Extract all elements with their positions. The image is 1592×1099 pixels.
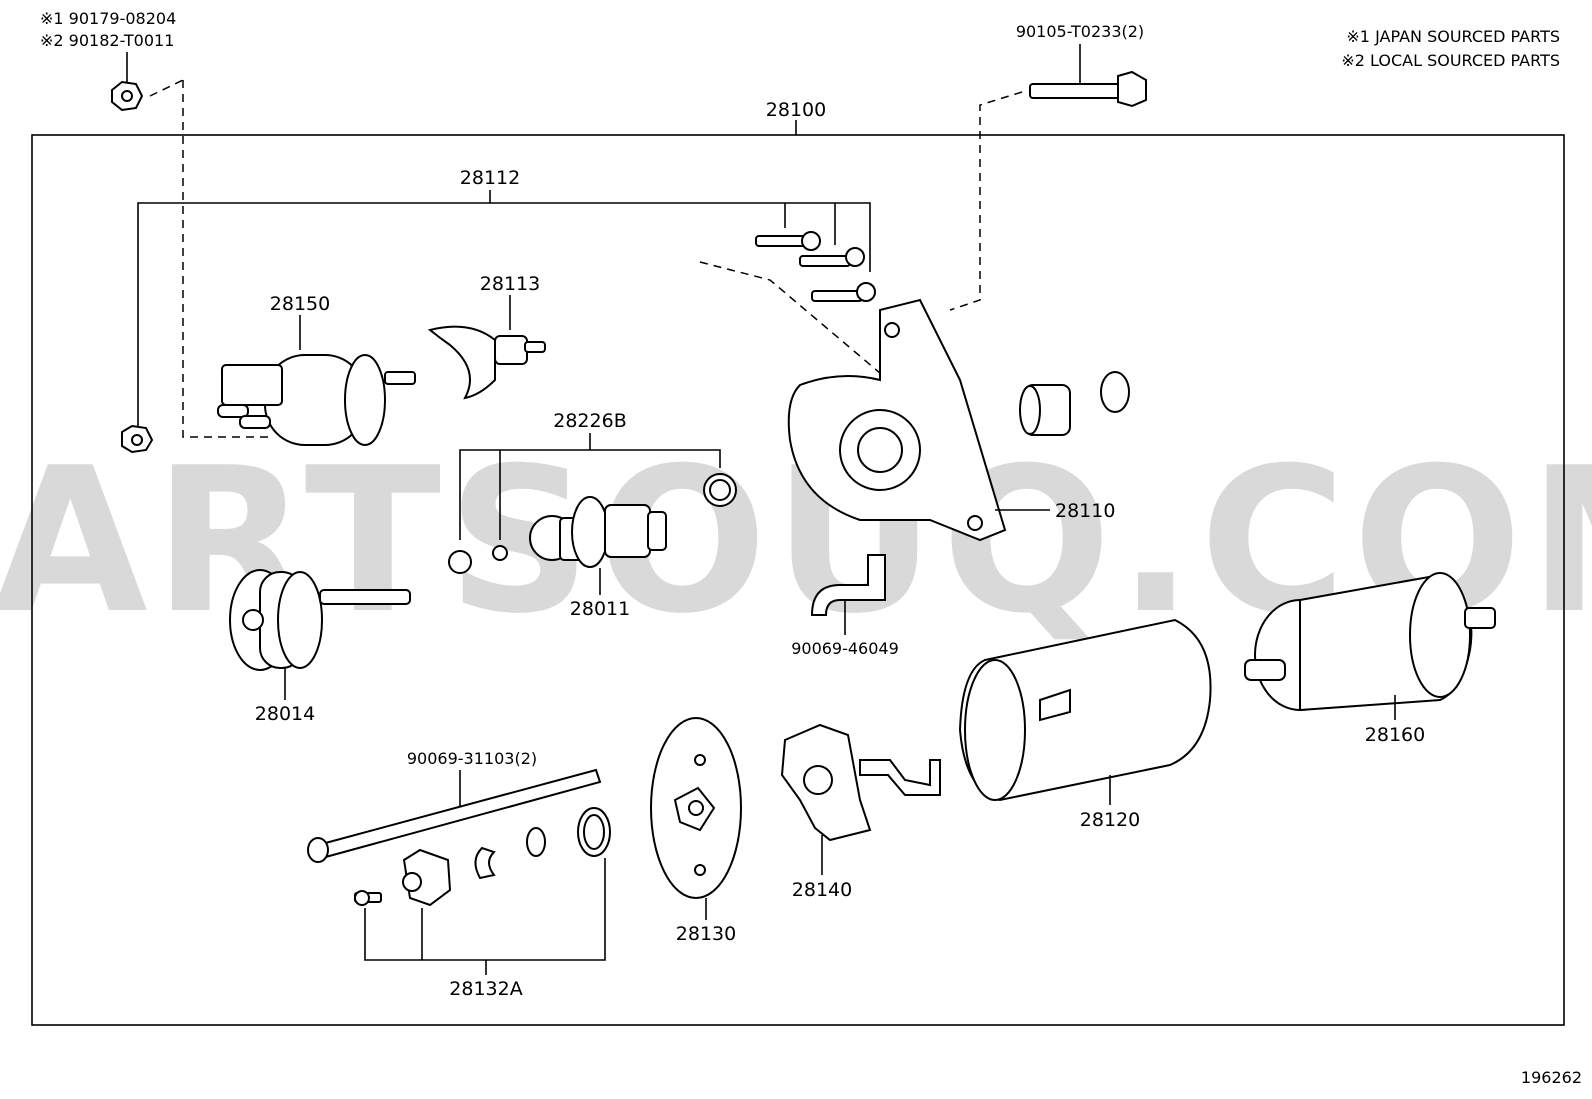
label-28113: 28113: [480, 273, 540, 295]
label-28011: 28011: [570, 598, 630, 620]
legend-local-sourced: ※2 LOCAL SOURCED PARTS: [1341, 51, 1560, 70]
end-frame-28130-part[interactable]: [650, 717, 742, 899]
gear-28014-part[interactable]: [229, 569, 411, 671]
label-28140: 28140: [792, 879, 852, 901]
ref-local-sourced: ※2 90182-T0011: [40, 31, 174, 50]
label-28130: 28130: [676, 923, 736, 945]
screws-28112-part[interactable]: [755, 231, 876, 302]
dashed-guide-screws: [699, 261, 901, 391]
figure-id: 196262: [1521, 1068, 1582, 1087]
brush-plate-28140-part[interactable]: [780, 723, 941, 842]
label-90069-31103: 90069-31103(2): [407, 749, 537, 768]
yoke-28120-part[interactable]: [958, 618, 1212, 802]
label-28226B: 28226B: [553, 410, 626, 432]
nut-top-part[interactable]: [111, 52, 144, 112]
bracket-28112: [137, 202, 871, 430]
bracket-28132A: [364, 858, 606, 961]
ring-28226B-part[interactable]: [448, 473, 737, 574]
dashed-guide-bolt: [949, 91, 1023, 311]
housing-28110-part[interactable]: [787, 298, 1007, 542]
hose-90069-46049-part[interactable]: [810, 554, 886, 616]
clutch-28011-part[interactable]: [529, 496, 667, 568]
brush-holder-28132A-part[interactable]: [354, 807, 611, 907]
solenoid-28150-part[interactable]: [217, 354, 416, 446]
dashed-guide-nut: [149, 79, 184, 97]
label-28110: 28110: [1055, 500, 1115, 522]
through-bolt-part[interactable]: [307, 768, 602, 863]
label-90105: 90105-T0233(2): [1016, 22, 1144, 41]
label-28112: 28112: [460, 167, 520, 189]
bolt-90105-part[interactable]: [1029, 44, 1147, 108]
label-28120: 28120: [1080, 809, 1140, 831]
nut-28112-part[interactable]: [121, 424, 154, 454]
label-28014: 28014: [255, 703, 315, 725]
label-28160: 28160: [1365, 724, 1425, 746]
legend-japan-sourced: ※1 JAPAN SOURCED PARTS: [1346, 27, 1560, 46]
lever-28113-part[interactable]: [427, 325, 546, 400]
label-28150: 28150: [270, 293, 330, 315]
label-90069-46049: 90069-46049: [791, 639, 899, 658]
ref-japan-sourced: ※1 90179-08204: [40, 9, 176, 28]
bearing-28110-part[interactable]: [1019, 371, 1130, 436]
label-28100: 28100: [766, 99, 826, 121]
label-28132A: 28132A: [449, 978, 522, 1000]
assembly-frame: [31, 134, 1565, 1026]
dashed-guide-left: [182, 80, 270, 438]
armature-28160-part[interactable]: [1244, 572, 1496, 712]
